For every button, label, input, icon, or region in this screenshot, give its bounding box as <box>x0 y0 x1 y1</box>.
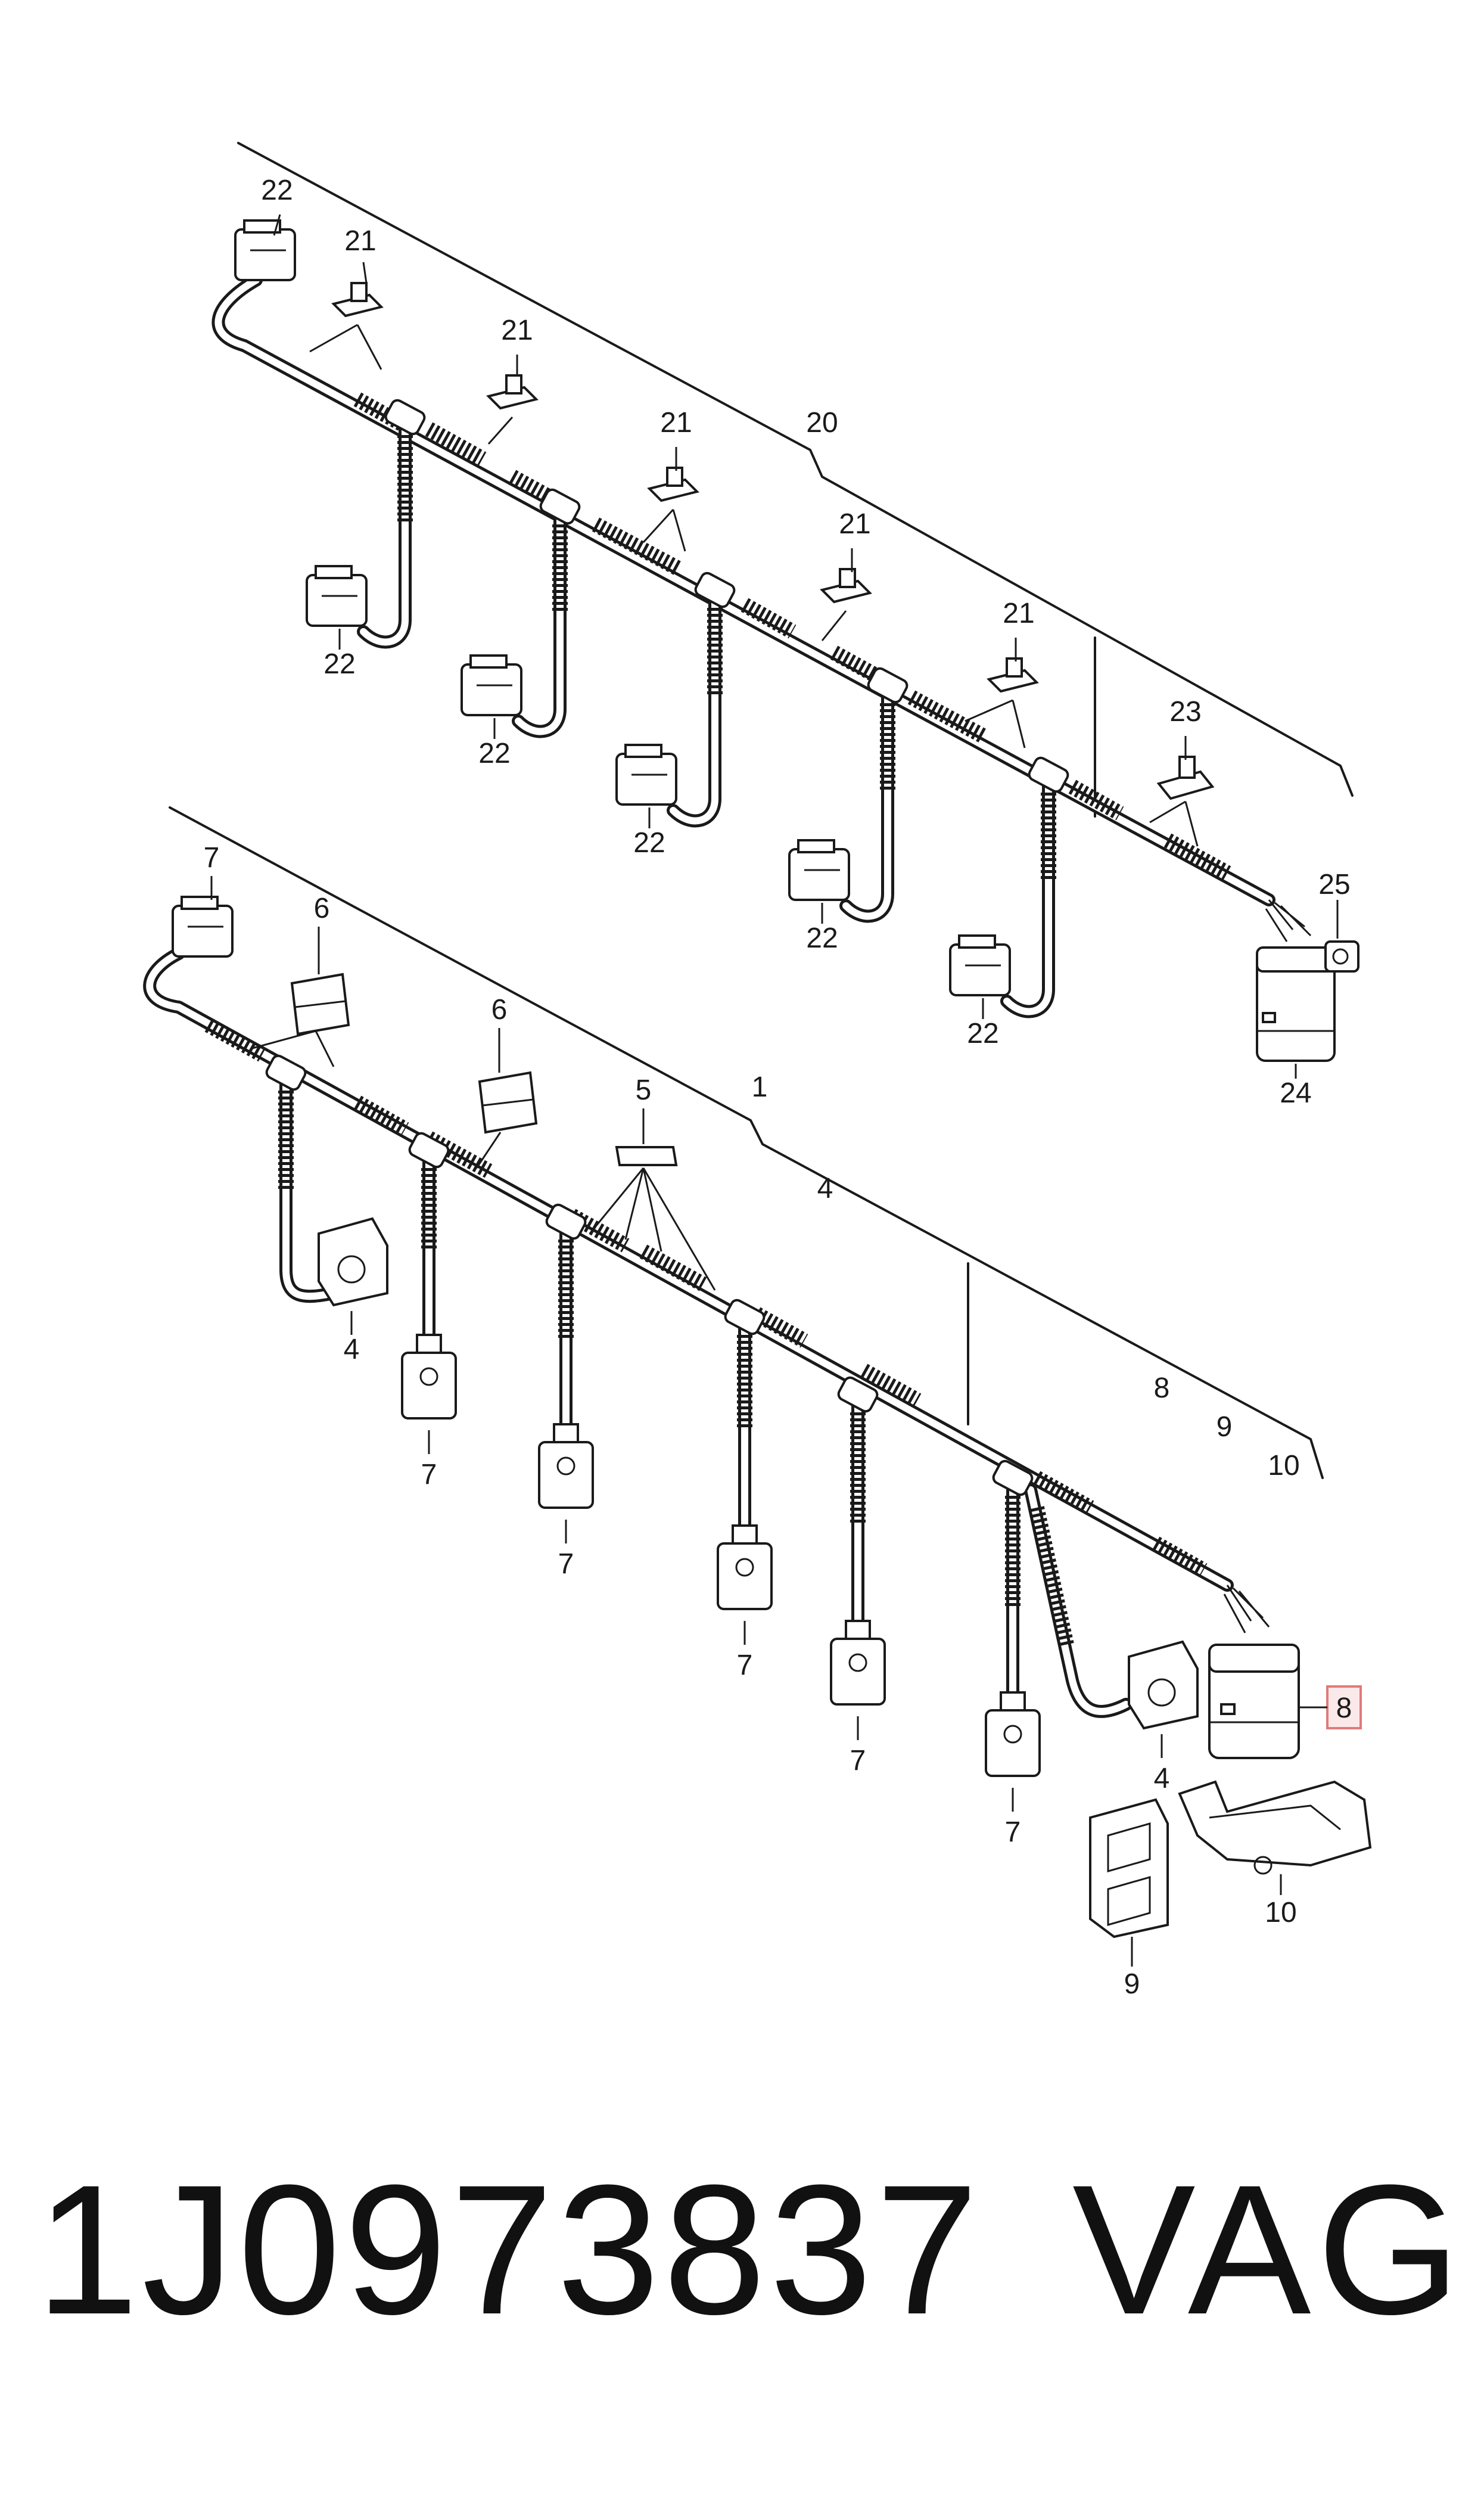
callout-10: 10 <box>1268 1450 1299 1481</box>
callout-22: 22 <box>478 738 510 769</box>
part-9 <box>1089 1798 1169 1939</box>
callout-4: 4 <box>344 1334 360 1365</box>
connector-7-group <box>172 896 1041 1777</box>
callout-6: 6 <box>314 893 330 924</box>
callout-21: 21 <box>839 508 870 540</box>
brand-label: VAG <box>1072 2146 1467 2353</box>
callout-4: 4 <box>817 1173 833 1204</box>
callout-7: 7 <box>421 1459 437 1490</box>
callout-10: 10 <box>1265 1897 1296 1928</box>
part-4-group <box>318 1217 1199 1730</box>
callout-7: 7 <box>558 1548 574 1580</box>
callout-8: 8 <box>1154 1372 1170 1404</box>
connector-24 <box>1256 899 1336 1062</box>
callout-5: 5 <box>636 1074 652 1106</box>
lower-harness-assembly: 7 6 6 5 1 4 8 9 10 4 7 7 7 7 4 8 7 10 9 <box>143 806 1372 2000</box>
part-10 <box>1178 1780 1372 1875</box>
upper-leader-lines <box>273 214 1339 1079</box>
upper-bracket-line <box>237 142 1354 797</box>
callout-23: 23 <box>1169 696 1201 728</box>
callout-20: 20 <box>806 407 838 439</box>
clip-23 <box>1156 756 1215 800</box>
callout-9: 9 <box>1124 1968 1140 2000</box>
callout-21: 21 <box>344 225 376 257</box>
callout-1: 1 <box>752 1071 768 1103</box>
part-5 <box>615 1146 678 1166</box>
upper-harness-assembly: 22 21 21 21 20 21 21 23 25 22 22 22 22 2… <box>211 142 1359 1109</box>
part-25 <box>1324 940 1359 973</box>
callout-7: 7 <box>1005 1816 1021 1848</box>
callout-9: 9 <box>1217 1411 1233 1443</box>
connector-8 <box>1208 1585 1300 1759</box>
callout-7: 7 <box>204 842 220 874</box>
callout-24: 24 <box>1280 1077 1311 1109</box>
connector-22-group <box>234 219 1011 996</box>
callout-22: 22 <box>967 1018 998 1049</box>
callout-21: 21 <box>660 407 692 439</box>
callout-4: 4 <box>1154 1763 1170 1794</box>
part-number: 1J0973837 <box>36 2146 982 2353</box>
lower-junction-sleeves <box>265 1054 1034 1496</box>
callout-21: 21 <box>1003 598 1034 629</box>
callout-8-highlighted: 8 <box>1336 1692 1352 1724</box>
callout-6: 6 <box>491 994 508 1026</box>
clip-6-group <box>290 973 538 1134</box>
callout-22: 22 <box>323 648 355 680</box>
clip-21-group <box>331 282 1039 693</box>
callout-22: 22 <box>806 923 838 954</box>
lower-leader-lines <box>210 876 1327 1967</box>
callout-22: 22 <box>261 175 293 206</box>
callout-21: 21 <box>501 315 533 346</box>
callout-7: 7 <box>737 1650 753 1681</box>
upper-junction-sleeves <box>384 399 1069 793</box>
callout-22: 22 <box>633 827 665 859</box>
lower-bracket-line <box>169 806 1324 1479</box>
callout-25: 25 <box>1318 869 1350 900</box>
callout-7: 7 <box>850 1745 866 1776</box>
callout-8-highlight-box <box>1326 1685 1362 1729</box>
